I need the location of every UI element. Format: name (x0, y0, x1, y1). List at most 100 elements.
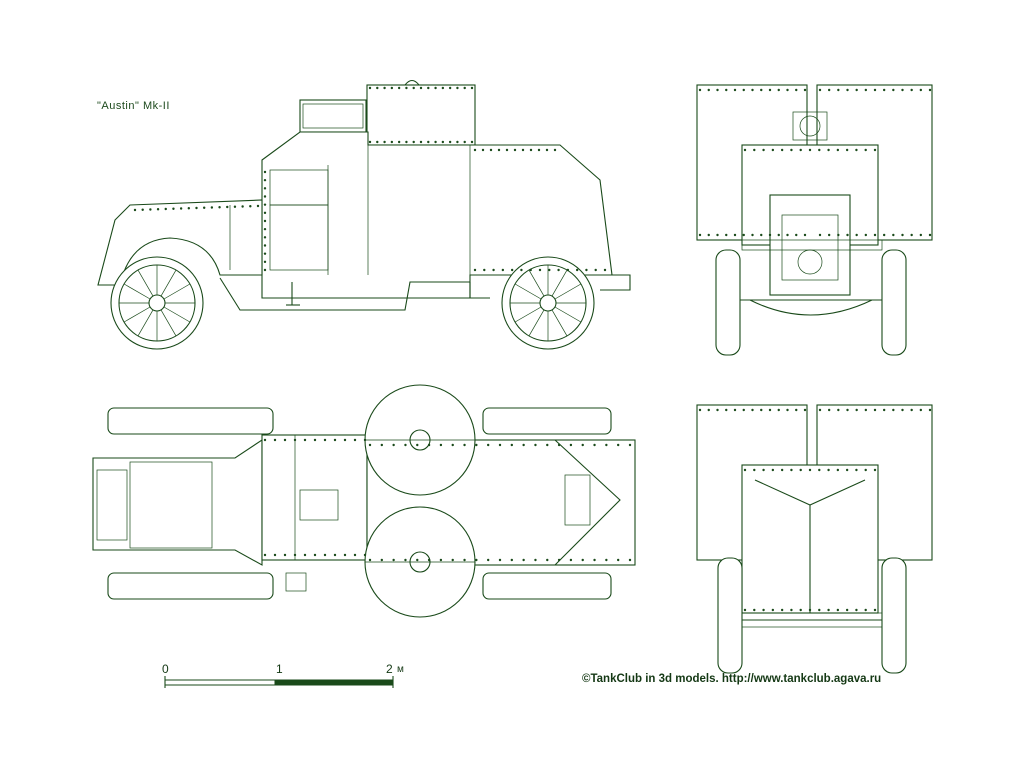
rivet (293, 553, 297, 557)
rivet (743, 148, 747, 152)
rivet (481, 148, 485, 152)
rivet (419, 140, 423, 144)
rivet (263, 187, 267, 190)
rivet (808, 148, 812, 152)
rivet (827, 88, 831, 92)
rivet (392, 558, 395, 562)
rivet (441, 86, 445, 90)
rivet (323, 553, 327, 557)
rivet (605, 558, 608, 562)
rivet (837, 408, 840, 412)
rivet (855, 233, 858, 237)
rivet (368, 443, 372, 447)
rivet (353, 553, 357, 557)
rivet (383, 140, 386, 144)
rivet (753, 468, 756, 472)
rivet (873, 468, 877, 472)
rivet (882, 408, 886, 412)
rivet (486, 443, 490, 447)
rivet (263, 260, 267, 264)
rivet (698, 88, 702, 92)
rivet (441, 140, 445, 144)
rivet (777, 408, 780, 412)
rivet (376, 86, 379, 90)
rivet (510, 443, 514, 447)
rivet (434, 86, 437, 90)
rivet (448, 140, 452, 144)
rivet (505, 148, 509, 152)
rivet (743, 468, 747, 472)
rivet (771, 148, 775, 152)
rivet (803, 408, 807, 412)
rivet (777, 88, 780, 92)
rivet (928, 408, 932, 412)
rivet (827, 408, 831, 412)
rivet (283, 438, 287, 442)
rivet (873, 233, 877, 237)
rivet (498, 443, 502, 447)
wheel-spoke (554, 306, 582, 323)
rivet (795, 88, 798, 92)
rivet (368, 558, 372, 562)
rivet (263, 553, 267, 557)
rivet (725, 88, 728, 92)
rivet (873, 148, 877, 152)
rivet (451, 558, 454, 562)
rivet (451, 443, 454, 447)
rivet (827, 233, 831, 237)
rivet (263, 170, 267, 174)
rivet (836, 608, 840, 612)
rivet (390, 86, 394, 90)
rivet (249, 205, 252, 208)
rivet (489, 148, 493, 152)
rivet (790, 148, 793, 152)
rivet (548, 268, 551, 272)
rivet (263, 219, 267, 223)
rivet (439, 558, 443, 562)
rivet (323, 438, 327, 442)
rivet (795, 233, 798, 237)
rivet (149, 208, 152, 211)
rivet (919, 233, 923, 237)
rivet (522, 443, 525, 447)
rivet (241, 205, 244, 208)
rivet (439, 443, 443, 447)
copyright-credit: ©TankClub in 3d models. http://www.tankc… (582, 673, 882, 685)
rivet (725, 233, 728, 237)
rivet (397, 86, 401, 90)
rivet (263, 195, 267, 198)
rivet (303, 438, 307, 442)
rivet (557, 443, 561, 447)
rivet (470, 86, 474, 90)
rivet (707, 233, 710, 237)
rivet (538, 268, 542, 272)
rivet (368, 140, 372, 144)
rivet (910, 408, 913, 412)
rivet (473, 148, 477, 152)
rivet (575, 268, 579, 272)
rivet (855, 148, 858, 152)
rivet (892, 233, 895, 237)
rivet (698, 233, 702, 237)
rivet (837, 233, 840, 237)
rear-view (696, 404, 933, 674)
rivet (473, 268, 477, 272)
rivet (404, 558, 407, 562)
rivet (380, 558, 384, 562)
rivet (273, 438, 277, 442)
rivet (233, 205, 237, 208)
rivet (864, 148, 867, 152)
rivet (475, 558, 478, 562)
rivet (803, 88, 807, 92)
rivet (716, 233, 719, 237)
rivet (187, 207, 191, 210)
wheel-spoke (160, 269, 177, 297)
rivet (557, 558, 561, 562)
rivet (846, 233, 849, 237)
rivet (762, 608, 765, 612)
rivet (707, 88, 710, 92)
rivet (343, 553, 347, 557)
rivet (256, 204, 260, 208)
rivet (628, 443, 632, 447)
wheel-spoke (137, 309, 154, 337)
